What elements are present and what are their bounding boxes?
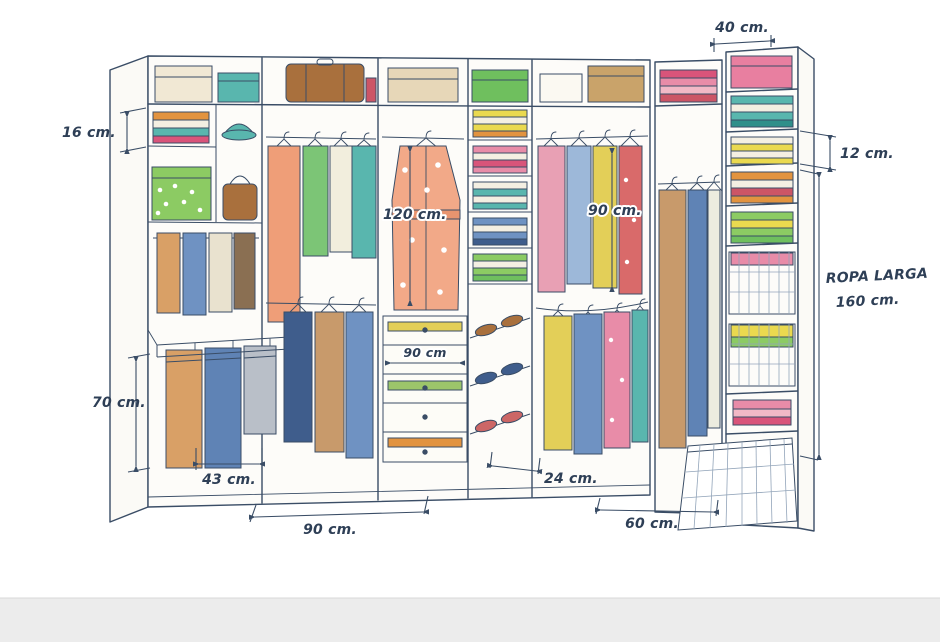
dim-60cm: 60 cm. <box>594 497 720 532</box>
dim-120cm: 120 cm. <box>381 145 449 307</box>
dim-43cm: 43 cm. <box>192 448 266 488</box>
dim-label-12cm: 12 cm. <box>840 146 894 162</box>
polka-box <box>151 166 212 221</box>
suitcase <box>285 63 365 103</box>
robe-rod <box>381 136 465 140</box>
dim-label-160cm: 160 cm. <box>835 292 899 311</box>
footer-band <box>0 597 940 642</box>
wire-basket-1 <box>728 251 796 315</box>
dim-16cm: 16 cm. <box>62 107 147 155</box>
dim-label-40cm: 40 cm. <box>714 20 769 36</box>
dim-label-16cm: 16 cm. <box>62 125 116 141</box>
long-rod <box>657 181 721 185</box>
dim-ropa-larga-160cm: ROPA LARGA 160 cm. <box>799 169 928 461</box>
dim-24cm: 24 cm. <box>486 451 598 487</box>
ropa-larga-label: ROPA LARGA <box>825 266 928 287</box>
folded-shelves-and-shoes <box>468 69 532 435</box>
dim-label-70cm: 70 cm. <box>92 395 146 411</box>
wire-basket-2 <box>728 323 796 387</box>
dim-70cm: 70 cm. <box>92 353 151 473</box>
dim-12cm: 12 cm. <box>799 130 894 173</box>
big-wire-basket <box>677 437 798 531</box>
dim-label-90cm-drawer: 90 cm <box>403 345 446 360</box>
long-hang-wardrobe <box>657 69 723 449</box>
upper-rod <box>535 135 649 140</box>
left-column-shelves <box>147 65 263 316</box>
lower-rod <box>265 302 377 306</box>
dim-90cm-hanging: 90 cm. <box>586 147 644 293</box>
dim-label-43cm: 43 cm. <box>201 472 256 488</box>
dim-90cm-bottom: 90 cm. <box>248 495 430 538</box>
dim-label-120cm: 120 cm. <box>383 207 447 223</box>
handbag <box>222 183 258 221</box>
dim-40cm: 40 cm. <box>709 20 776 52</box>
dim-label-60cm: 60 cm. <box>625 516 679 532</box>
dim-label-24cm: 24 cm. <box>544 471 598 487</box>
double-hang-section <box>265 58 377 459</box>
pullout-trouser-rack <box>147 329 307 469</box>
corner-rod <box>535 301 649 312</box>
dim-label-90cm-hanging: 90 cm. <box>588 203 642 219</box>
dim-90cm-drawer: 90 cm <box>384 343 466 366</box>
shoe-rack <box>469 314 531 435</box>
dim-label-90cm-bottom: 90 cm. <box>303 522 357 538</box>
right-shelf-tower <box>677 55 798 531</box>
